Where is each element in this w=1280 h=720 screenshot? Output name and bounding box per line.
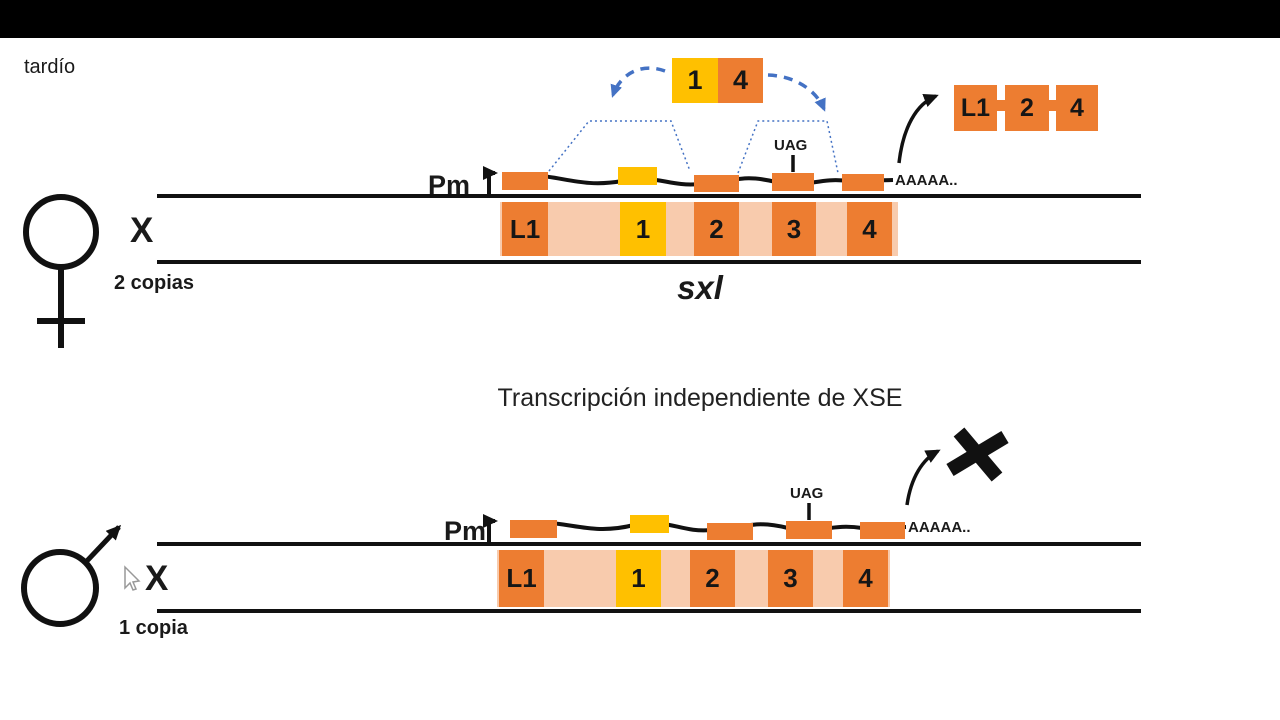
male-mrna-exon-L1: [510, 520, 557, 538]
protein-exon-L1: L1: [954, 85, 997, 131]
male-polya-label: AAAAA..: [908, 519, 971, 536]
gene-name-label: sxl: [677, 269, 723, 306]
male-mrna-exon-4: [860, 522, 905, 539]
protein-exon-4: 4: [1056, 85, 1098, 131]
female-gene-exon-4: 4: [847, 202, 892, 256]
splice-arc-right: [767, 73, 826, 112]
female-polya-label: AAAAA..: [895, 172, 958, 189]
female-gene-exon-L1: L1: [502, 202, 548, 256]
male-x-label: X: [145, 559, 169, 598]
male-mrna-exon-2: [707, 523, 753, 540]
spliced-out-box-1: 1: [672, 58, 718, 103]
male-gene-exon-1: 1: [616, 550, 661, 607]
section-title: Transcripción independiente de XSE: [497, 384, 903, 412]
protein-exon-2: 2: [1005, 85, 1049, 131]
male-mrna-exon-3: [786, 521, 832, 539]
male-gene-exon-2: 2: [690, 550, 735, 607]
male-gene-exon-L1: L1: [499, 550, 544, 607]
splice-trapezoid-right: [737, 120, 839, 174]
male-symbol-icon: [21, 524, 122, 627]
male-translation-arrow: [905, 449, 941, 506]
female-mrna-exon-4: [842, 174, 884, 191]
female-x-label: X: [130, 211, 154, 250]
female-copies-label: 2 copias: [114, 272, 195, 294]
stage-label: tardío: [24, 56, 76, 78]
male-copies-label: 1 copia: [119, 617, 188, 639]
splice-arc-left: [610, 66, 666, 98]
female-stop-codon-label: UAG: [774, 137, 808, 154]
male-stop-codon-label: UAG: [790, 485, 824, 502]
male-gene-exon-3: 3: [768, 550, 813, 607]
female-gene-exon-1: 1: [620, 202, 666, 256]
male-promoter-arrow: [483, 514, 498, 544]
protein-connector: [1049, 100, 1056, 111]
female-symbol-icon: [23, 194, 99, 348]
male-gene-exon-4: 4: [843, 550, 888, 607]
female-promoter-arrow: [483, 166, 498, 196]
no-protein-cross-icon: [946, 427, 1009, 482]
female-mrna-exon-L1: [502, 172, 548, 190]
mouse-cursor-icon: [124, 565, 141, 591]
female-promoter-label: Pm: [428, 170, 471, 200]
female-gene-exon-3: 3: [772, 202, 816, 256]
spliced-out-box-4: 4: [718, 58, 763, 103]
female-mrna-exon-3: [772, 173, 814, 191]
male-promoter-label: Pm: [444, 516, 487, 546]
protein-connector: [997, 100, 1005, 111]
letterbox-top-bar: [0, 0, 1280, 38]
female-mrna-exon-2: [694, 175, 739, 192]
female-translation-arrow: [897, 93, 939, 164]
splice-trapezoid-left: [548, 120, 691, 172]
female-gene-exon-2: 2: [694, 202, 739, 256]
male-mrna-exon-1: [630, 515, 669, 533]
female-mrna-exon-1: [618, 167, 657, 185]
